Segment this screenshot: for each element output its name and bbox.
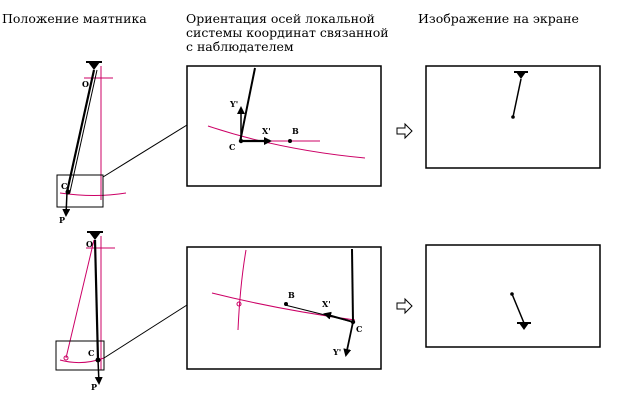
pendulum-rod-edge	[69, 69, 98, 193]
header-axes-orientation: Ориентация осей локальной системы коорди…	[186, 11, 389, 54]
zoom-box	[55, 340, 105, 371]
header-screen-image: Изображение на экране	[418, 11, 579, 26]
panel-frame	[425, 244, 601, 348]
pendulum-rod	[351, 248, 354, 323]
pivot-icon	[89, 232, 101, 240]
pendulum-rod	[511, 293, 525, 324]
transition-arrow-icon	[396, 122, 413, 140]
weight-vector	[62, 191, 71, 217]
pendulum-rod	[65, 69, 96, 193]
zoom-connector	[103, 304, 188, 359]
panel-frame	[186, 246, 382, 370]
pendulum-rod	[239, 67, 256, 143]
pivot-icon	[88, 62, 100, 70]
label-weight: P	[91, 382, 97, 392]
label-pivot: O	[82, 79, 89, 89]
pendulum-left-2: O C P	[55, 231, 115, 392]
pivot-icon	[519, 323, 529, 330]
row-1: O C P Y' X' B C	[56, 61, 601, 225]
pendulum-left-1: O C P	[56, 61, 127, 225]
deflected-point	[63, 355, 69, 361]
label-bob: C	[61, 181, 67, 191]
label-axis-x: X'	[322, 299, 331, 309]
panel-frame	[425, 65, 601, 169]
transition-arrow-icon	[396, 297, 413, 315]
screen-panel-2	[425, 244, 601, 348]
origin-point	[350, 319, 356, 325]
zoom-connector	[102, 124, 188, 178]
pivot-icon	[516, 72, 526, 79]
label-axis-y: Y'	[229, 99, 238, 109]
zoom-box	[56, 174, 104, 208]
screen-panel-1	[425, 65, 601, 169]
deflected-guide-line	[65, 239, 95, 359]
label-pivot: O	[86, 239, 93, 249]
arc-guide	[207, 125, 366, 159]
local-coords-panel-1: Y' X' B C	[186, 65, 382, 187]
label-weight: P	[59, 215, 65, 225]
label-bob: C	[88, 348, 94, 358]
pendulum-rod	[512, 78, 522, 118]
point-b	[284, 302, 288, 306]
pendulum-rod	[93, 239, 100, 361]
label-bob: C	[229, 142, 235, 152]
local-coords-panel-2: B X' C Y'	[186, 246, 382, 370]
header-pendulum-position: Положение маятника	[2, 11, 147, 26]
label-axis-y: Y'	[332, 347, 341, 357]
label-bob: C	[356, 324, 362, 334]
origin-point	[238, 138, 244, 144]
point-b	[288, 139, 292, 143]
bob-point	[511, 115, 515, 119]
weight-vector	[94, 359, 103, 385]
deflected-point	[236, 301, 242, 307]
label-point-b: B	[292, 126, 299, 136]
row-2: O C P B X' C Y'	[55, 231, 601, 392]
panel-frame	[186, 65, 382, 187]
label-point-b: B	[288, 290, 295, 300]
vertical-guide-curve	[237, 249, 247, 331]
axis-x-arrow	[323, 311, 354, 323]
label-axis-x: X'	[262, 126, 271, 136]
axis-y-arrow	[343, 321, 354, 357]
